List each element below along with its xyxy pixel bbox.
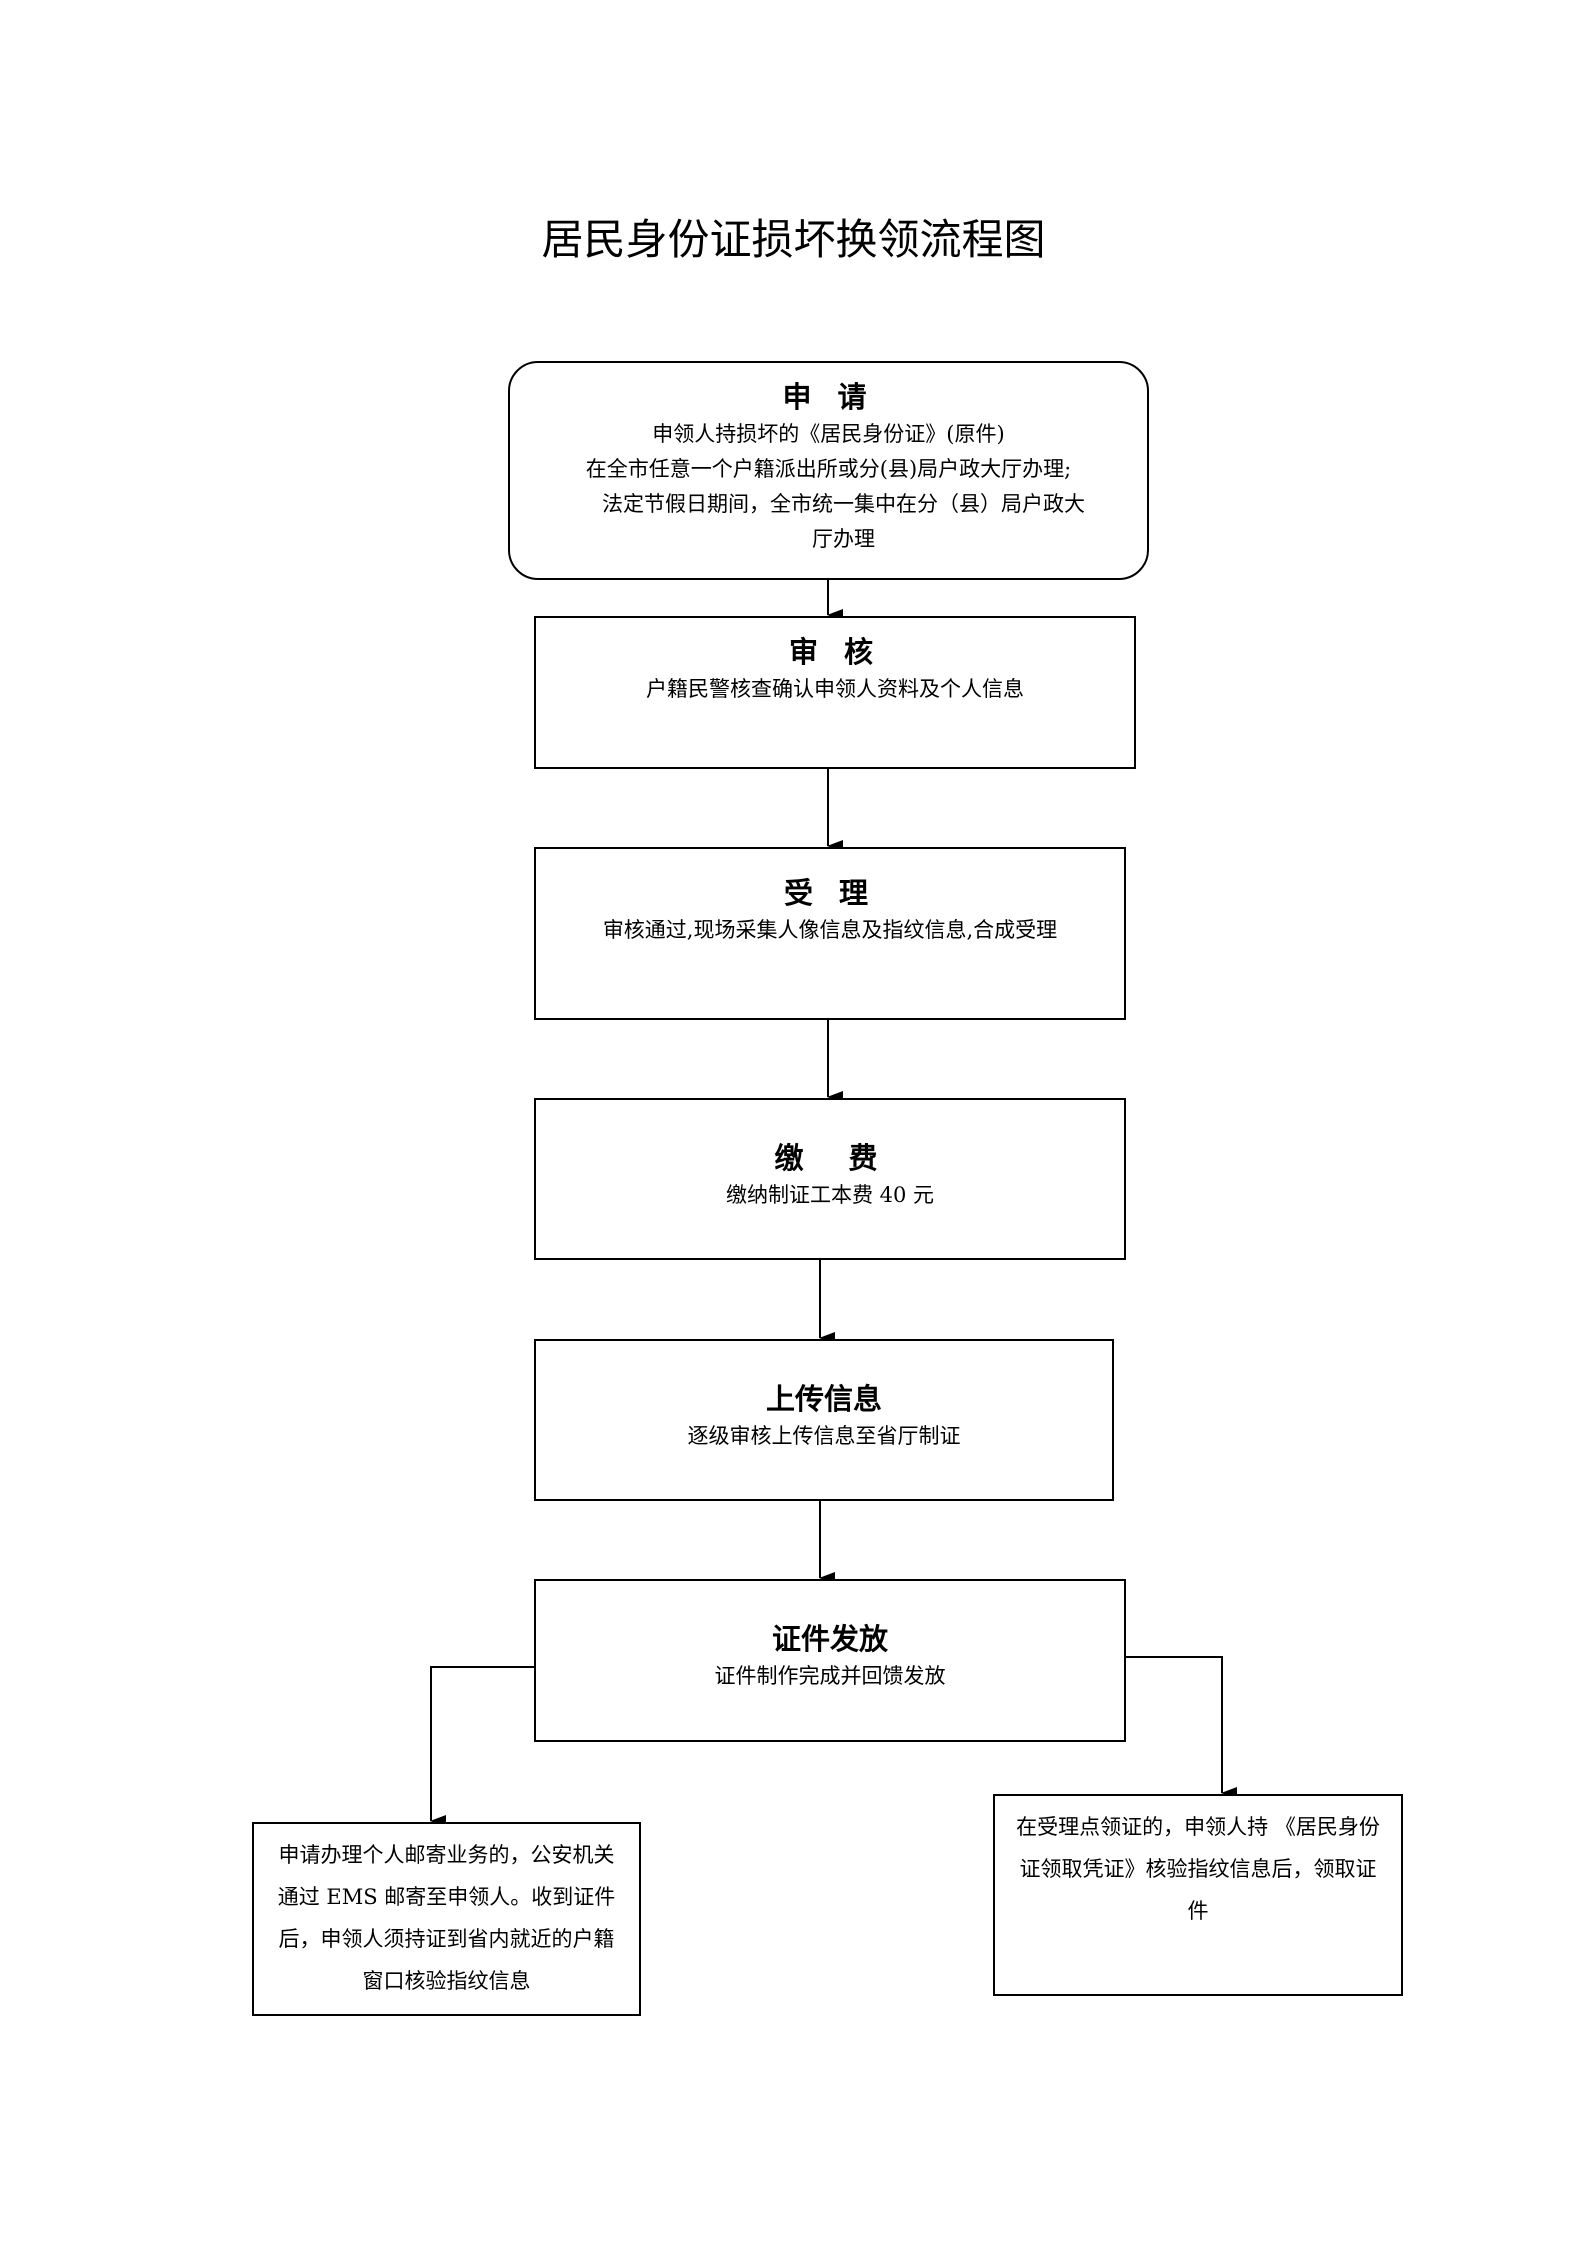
branch-text: 在受理点领证的，申领人持 《居民身份证领取凭证》核验指纹信息后，领取证件: [1016, 1815, 1380, 1923]
arrow-issue-pickup: [1126, 1656, 1237, 1799]
step-heading: 上传信息: [765, 1382, 882, 1416]
arrow-issue-mail: [430, 1666, 534, 1827]
step-heading: 受 理: [783, 876, 877, 910]
step-text: 法定节假日期间，全市统一集中在分（县）局户政大: [602, 492, 1085, 516]
step-apply: 申 请 申领人持损坏的《居民身份证》(原件) 在全市任意一个户籍派出所或分(县)…: [508, 361, 1149, 580]
branch-mail: 申请办理个人邮寄业务的，公安机关通过 EMS 邮寄至申领人。收到证件后，申领人须…: [252, 1822, 641, 2016]
step-text: 逐级审核上传信息至省厅制证: [687, 1424, 961, 1448]
page-title: 居民身份证损坏换领流程图: [541, 215, 1046, 264]
step-heading: 申 请: [782, 380, 875, 414]
step-heading: 审 核: [788, 635, 882, 669]
step-text: 户籍民警核查确认申领人资料及个人信息: [646, 677, 1024, 701]
step-text: 厅办理: [812, 527, 875, 551]
branch-text: 申请办理个人邮寄业务的，公安机关通过 EMS 邮寄至申领人。收到证件后，申领人须…: [277, 1843, 616, 1993]
step-fee: 缴 费 缴纳制证工本费 40 元: [534, 1098, 1126, 1260]
branch-pickup: 在受理点领证的，申领人持 《居民身份证领取凭证》核验指纹信息后，领取证件: [993, 1794, 1403, 1996]
step-upload: 上传信息 逐级审核上传信息至省厅制证: [534, 1339, 1114, 1501]
step-heading: 缴 费: [774, 1141, 886, 1175]
step-text: 申领人持损坏的《居民身份证》(原件): [652, 422, 1005, 446]
step-text: 证件制作完成并回馈发放: [714, 1664, 946, 1688]
step-text: 在全市任意一个户籍派出所或分(县)局户政大厅办理;: [585, 457, 1072, 481]
step-accept: 受 理 审核通过,现场采集人像信息及指纹信息,合成受理: [534, 847, 1126, 1020]
step-text: 审核通过,现场采集人像信息及指纹信息,合成受理: [602, 918, 1058, 942]
step-issue: 证件发放 证件制作完成并回馈发放: [534, 1579, 1126, 1742]
step-text: 缴纳制证工本费 40 元: [725, 1183, 935, 1207]
step-review: 审 核 户籍民警核查确认申领人资料及个人信息: [534, 616, 1136, 769]
step-heading: 证件发放: [771, 1622, 888, 1656]
